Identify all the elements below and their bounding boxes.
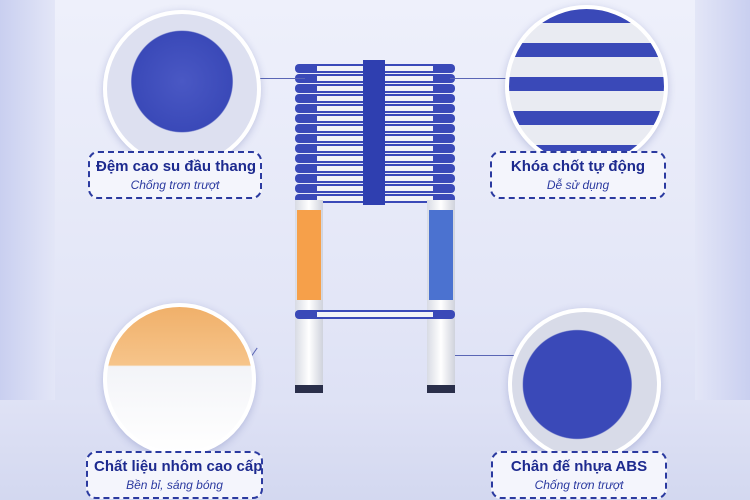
feature-title: Đệm cao su đầu thang	[96, 158, 257, 175]
ladder-image	[295, 60, 455, 395]
feature-subtitle: Dễ sử dụng	[546, 178, 610, 192]
ladder-bottom-rung	[295, 310, 455, 319]
detail-circle-aluminum	[103, 303, 256, 456]
feature-subtitle: Bền bỉ, sáng bóng	[126, 478, 223, 492]
ladder-right-foot	[427, 385, 455, 393]
connector-line	[245, 78, 305, 79]
detail-circle-lock	[505, 5, 668, 168]
feature-label: Khóa chốt tự động Dễ sử dụng	[490, 151, 666, 199]
ladder-left-sticker	[297, 210, 321, 300]
feature-label: Chất liệu nhôm cao cấp Bền bỉ, sáng bóng	[86, 451, 263, 499]
ladder-strap	[363, 60, 385, 205]
feature-label: Chân đế nhựa ABS Chống trơn trượt	[491, 451, 667, 499]
ladder-right-sticker	[429, 210, 453, 300]
ladder-left-foot	[295, 385, 323, 393]
connector-line	[450, 78, 510, 79]
feature-subtitle: Chống trơn trượt	[130, 178, 220, 192]
feature-title: Khóa chốt tự động	[510, 158, 646, 175]
detail-circle-top-pad	[103, 10, 261, 168]
connector-line	[455, 355, 515, 356]
feature-title: Chất liệu nhôm cao cấp	[94, 458, 263, 475]
detail-circle-foot	[508, 308, 661, 461]
feature-label: Đệm cao su đầu thang Chống trơn trượt	[88, 151, 262, 199]
feature-title: Chân đế nhựa ABS	[510, 458, 648, 475]
feature-subtitle: Chống trơn trượt	[534, 478, 624, 492]
